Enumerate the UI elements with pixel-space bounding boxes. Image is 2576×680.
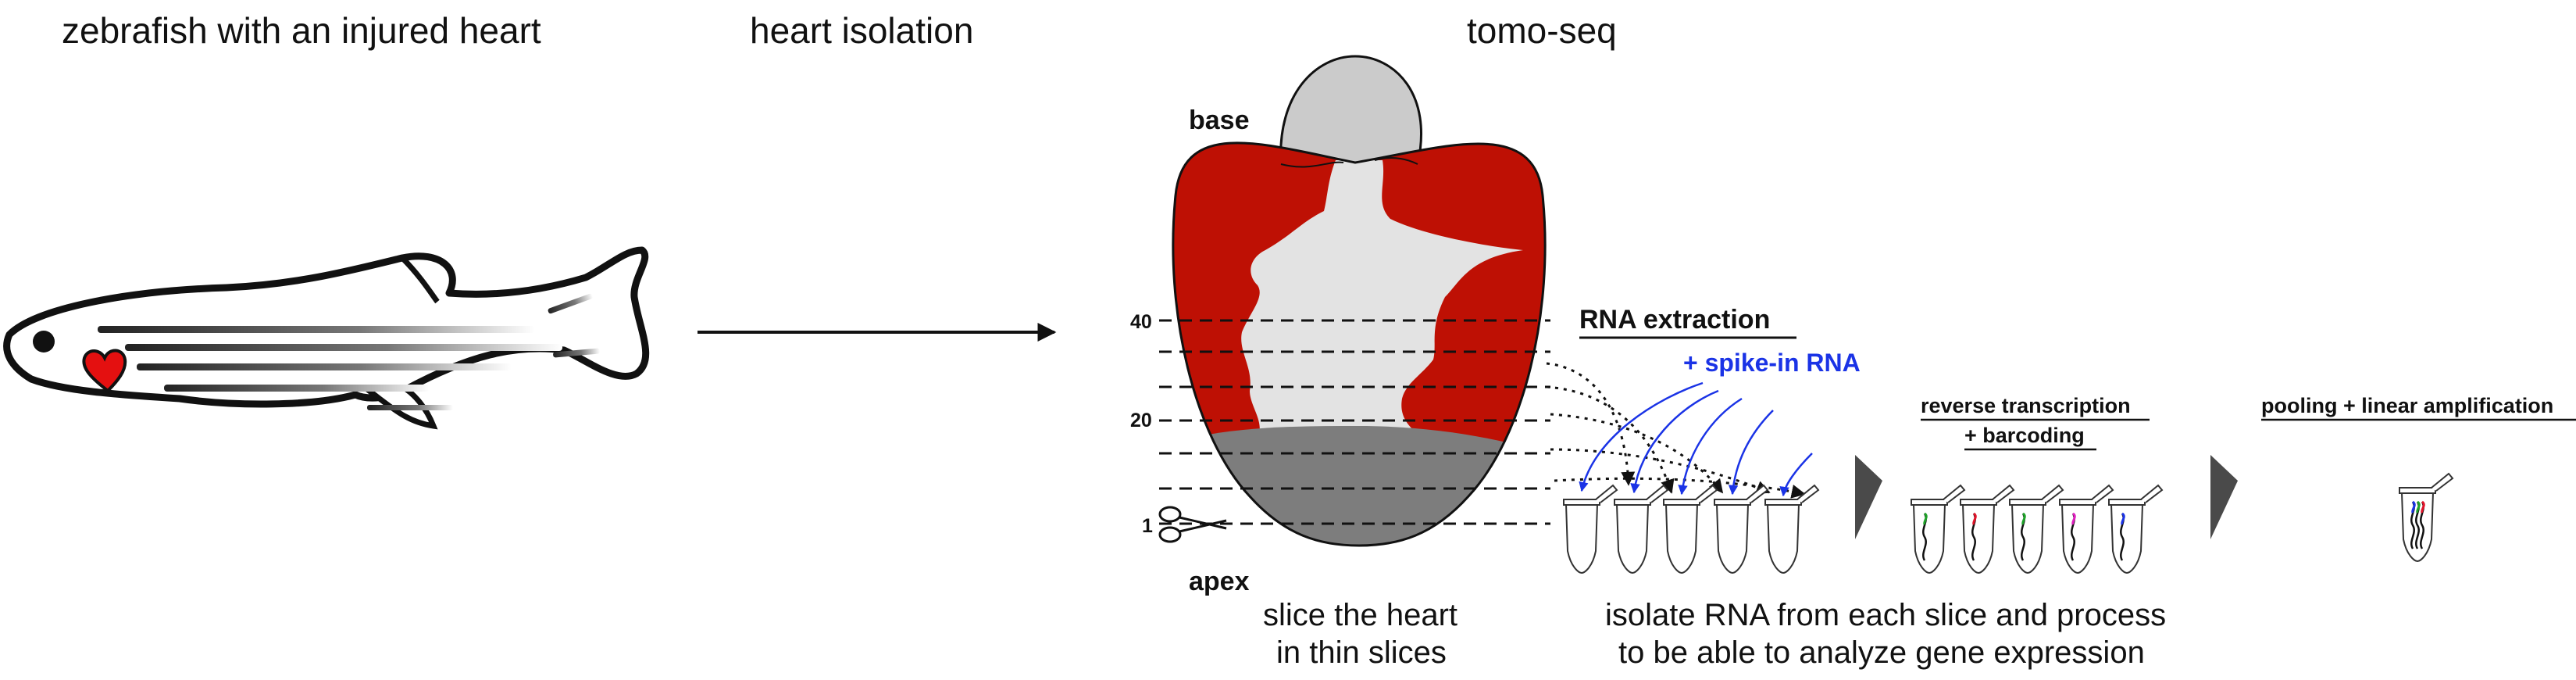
spike-in-arrow [1779, 453, 1813, 497]
slice-to-tube-arrows [1546, 362, 1806, 499]
bulbus-arteriosus [1279, 55, 1422, 166]
rt-title-line2: + barcoding [1964, 424, 2085, 447]
slice-number-1: 1 [1142, 515, 1153, 537]
dotted-arrow [1550, 448, 1771, 495]
caption-slice-1: slice the heart [1263, 598, 1457, 632]
tube-icon [1960, 484, 2015, 574]
fish-eye [33, 331, 55, 353]
apex-label: apex [1189, 567, 1250, 596]
spike-in-label: + spike-in RNA [1683, 349, 1861, 377]
tube-icon [1614, 484, 1669, 574]
rna-extraction-title: RNA extraction [1579, 305, 1770, 335]
base-label: base [1189, 106, 1250, 135]
tube-icon [1663, 484, 1718, 574]
pooling-title: pooling + linear amplification [2261, 394, 2553, 417]
tube-icon [1911, 484, 1966, 574]
rt-title-line1: reverse transcription [1921, 394, 2131, 417]
fish-stripe [125, 344, 562, 351]
tube-icon [1563, 484, 1618, 574]
injury-area [1172, 426, 1546, 546]
barcode-mark [2071, 512, 2076, 525]
tube-icon [2009, 484, 2064, 574]
slice-number-40: 40 [1130, 311, 1152, 333]
fish-stripe [548, 293, 593, 314]
caption-slice-2: in thin slices [1276, 635, 1447, 670]
caption-isolate-2: to be able to analyze gene expression [1618, 635, 2145, 670]
tube-icon [2059, 484, 2114, 574]
fish-stripe [367, 405, 453, 410]
header-isolation: heart isolation [750, 10, 973, 51]
fish-stripe [553, 348, 600, 358]
barcoded-tubes [1911, 484, 2164, 574]
barcode-mark [2421, 500, 2425, 514]
heart-lumen [1241, 160, 1523, 469]
barcode-mark [2416, 500, 2421, 514]
pooled-tube [2399, 472, 2454, 563]
header-fish: zebrafish with an injured heart [62, 10, 541, 51]
barcode-mark [2021, 512, 2026, 525]
barcode-mark [1923, 512, 1928, 525]
fish-heart-icon [82, 349, 127, 393]
spike-in-arrow [1678, 397, 1743, 496]
scissors-icon [1158, 506, 1227, 543]
slice-number-20: 20 [1130, 410, 1152, 431]
tube-icon [1714, 484, 1769, 574]
tube-icon [2108, 484, 2164, 574]
barcode-mark [1972, 512, 1977, 525]
tube-icon [1764, 484, 1820, 574]
header-tomo-seq: tomo-seq [1467, 10, 1617, 51]
dotted-arrow [1554, 477, 1806, 499]
zebrafish-illustration [3, 246, 650, 430]
dotted-arrow [1546, 362, 1636, 486]
caption-isolate-1: isolate RNA from each slice and process [1605, 598, 2166, 632]
fish-stripe [98, 326, 535, 333]
fish-dorsal-fin [400, 256, 440, 304]
fish-stripe [137, 363, 512, 370]
ventricle-outline [1172, 141, 1547, 547]
barcode-mark [2411, 500, 2416, 514]
spike-in-arrow [1728, 410, 1774, 496]
fish-stripe [164, 385, 430, 392]
slice-lines [1159, 319, 1550, 525]
step-chevron [1855, 455, 1882, 539]
dotted-arrow [1546, 385, 1675, 494]
tube-icon [2399, 472, 2454, 563]
extraction-tubes [1563, 484, 1820, 574]
step-chevron [2210, 455, 2238, 539]
spike-in-arrows [1579, 381, 1813, 497]
spike-in-arrow [1630, 389, 1719, 494]
barcode-mark [2121, 512, 2125, 525]
spike-in-arrow [1579, 381, 1704, 492]
